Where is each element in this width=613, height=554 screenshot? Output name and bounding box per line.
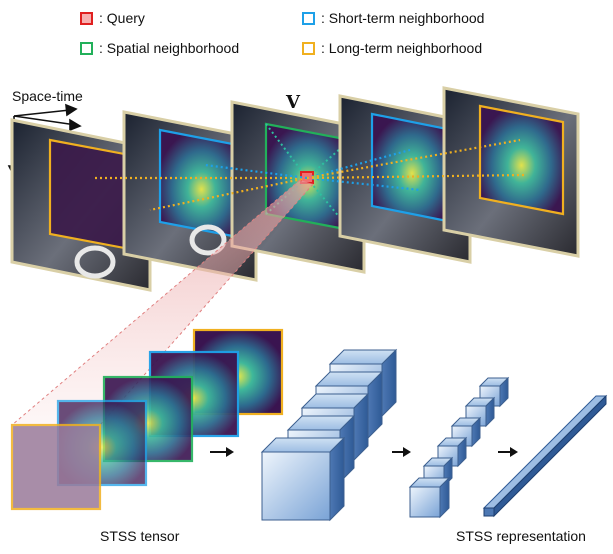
- arrow-2-icon: [392, 447, 411, 457]
- legend-long-term-label: : Long-term neighborhood: [321, 40, 483, 56]
- correlation-lines: [95, 138, 526, 212]
- short-term-swatch-icon: [302, 11, 315, 25]
- video-frame-1: [10, 118, 152, 292]
- stss-tensor-label: STSS tensor: [100, 528, 180, 544]
- arrow-3-icon: [498, 447, 518, 457]
- legend-query-label: : Query: [99, 10, 145, 26]
- video-frame-2: [122, 110, 258, 282]
- long-term-swatch-icon: [302, 41, 315, 55]
- v-label: V: [286, 92, 300, 113]
- legend-short-term: : Short-term neighborhood: [302, 10, 484, 26]
- video-frame-5: [442, 86, 580, 258]
- stss-representation-bar: [482, 394, 608, 518]
- space-time-label: Space-time: [12, 88, 83, 104]
- spatial-swatch-icon: [80, 41, 93, 55]
- legend-spatial: : Spatial neighborhood: [80, 40, 239, 56]
- stss-representation-label: STSS representation: [456, 528, 586, 544]
- conv-stack-2: [408, 376, 510, 519]
- stss-tensor: [10, 328, 284, 511]
- projection-cone: [12, 180, 313, 425]
- arrow-1-icon: [210, 447, 234, 457]
- legend-long-term: : Long-term neighborhood: [302, 40, 482, 56]
- query-swatch-icon: [80, 11, 93, 25]
- legend-query: : Query: [80, 10, 145, 26]
- video-frame-4: [338, 94, 472, 264]
- legend-short-term-label: : Short-term neighborhood: [321, 10, 485, 26]
- legend-spatial-label: : Spatial neighborhood: [99, 40, 240, 56]
- conv-stack-1: [260, 348, 398, 522]
